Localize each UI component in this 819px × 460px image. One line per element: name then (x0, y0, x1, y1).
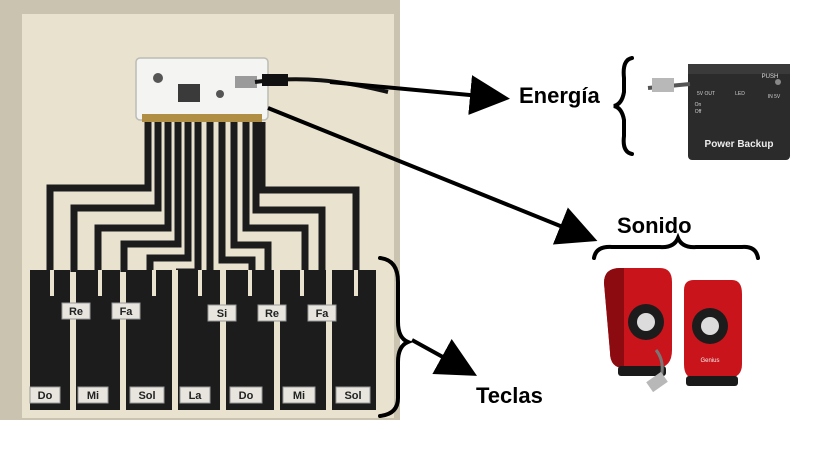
board-component (216, 90, 224, 98)
note-tag (29, 386, 61, 404)
note-tag (61, 302, 91, 320)
note-tag (129, 386, 165, 404)
key-gap (98, 270, 102, 296)
note-label: Mi (293, 390, 305, 402)
speaker-right-stand (686, 376, 738, 386)
sonido-label: Sonido (617, 213, 692, 238)
board-component (153, 73, 163, 83)
board-pin-strip (142, 114, 262, 122)
note-label: Re (265, 308, 279, 320)
out-label: 5V OUT (697, 91, 715, 97)
key-gap (300, 270, 304, 296)
push-label: PUSH (762, 74, 779, 80)
note-label: Si (217, 308, 227, 320)
white-key-labels: Do Mi Sol La Do Mi Sol (29, 386, 371, 404)
key-gap (354, 270, 358, 296)
note-tag (111, 302, 141, 320)
note-label: La (189, 390, 203, 402)
speaker-brand: Genius (700, 358, 719, 364)
note-tag (77, 386, 109, 404)
teclas-brace (378, 256, 414, 418)
led-label: LED (735, 91, 745, 97)
speaker-left-center (637, 313, 655, 331)
cable-plug (262, 74, 288, 86)
note-tag (282, 386, 316, 404)
arrow-to-sonido (267, 106, 598, 245)
note-label: Fa (120, 306, 134, 318)
power-bank: Power Backup PUSH LED IN 5V 5V OUT On Of… (647, 64, 790, 160)
note-tag (207, 304, 237, 322)
note-tag (229, 386, 263, 404)
touch-board (135, 57, 269, 121)
arrow-to-energia (329, 75, 510, 115)
sonido-brace (592, 232, 760, 260)
push-button (775, 79, 781, 85)
key-gap (326, 330, 332, 410)
arrow-to-teclas (411, 338, 478, 376)
speakers: Genius (604, 268, 742, 393)
usb-jack (235, 76, 257, 88)
key-gap (198, 270, 202, 296)
note-label: Sol (138, 390, 155, 402)
key-gap (172, 270, 178, 410)
black-key-labels: Re Fa Si Re Fa (61, 302, 337, 322)
off-label: Off (695, 109, 702, 115)
note-tag (179, 386, 211, 404)
key-gap (50, 270, 54, 296)
key-gap (152, 270, 156, 296)
key-gap (274, 330, 280, 410)
note-label: Do (239, 390, 254, 402)
usb-plug (652, 78, 674, 92)
key-gap (70, 330, 76, 410)
note-tag (257, 304, 287, 322)
teclas-label: Teclas (476, 383, 543, 408)
speaker-left-stand (618, 366, 666, 376)
in-label: IN 5V (768, 94, 781, 100)
note-tag (307, 304, 337, 322)
key-gap (248, 270, 252, 296)
speaker-left-shell (604, 268, 624, 368)
energia-label: Energía (519, 83, 600, 108)
arrows (267, 75, 598, 376)
key-gap (220, 330, 226, 410)
power-bank-side (688, 64, 790, 74)
note-label: Mi (87, 390, 99, 402)
braces (378, 56, 760, 418)
note-label: Sol (344, 390, 361, 402)
board-chip (178, 84, 200, 102)
paper-piano-photo: Re Fa Si Re Fa Do Mi Sol La Do Mi Sol (0, 0, 400, 420)
note-label: Do (38, 390, 53, 402)
speaker-usb-plug (646, 371, 668, 393)
note-label: Re (69, 306, 83, 318)
power-bank-body (688, 64, 790, 160)
energia-brace (613, 56, 634, 156)
key-gap (120, 330, 126, 410)
note-tag (335, 386, 371, 404)
on-label: On (695, 102, 702, 108)
power-bank-title: Power Backup (705, 139, 774, 150)
key-gaps (50, 270, 358, 410)
speaker-right-center (701, 317, 719, 335)
note-label: Fa (316, 308, 330, 320)
